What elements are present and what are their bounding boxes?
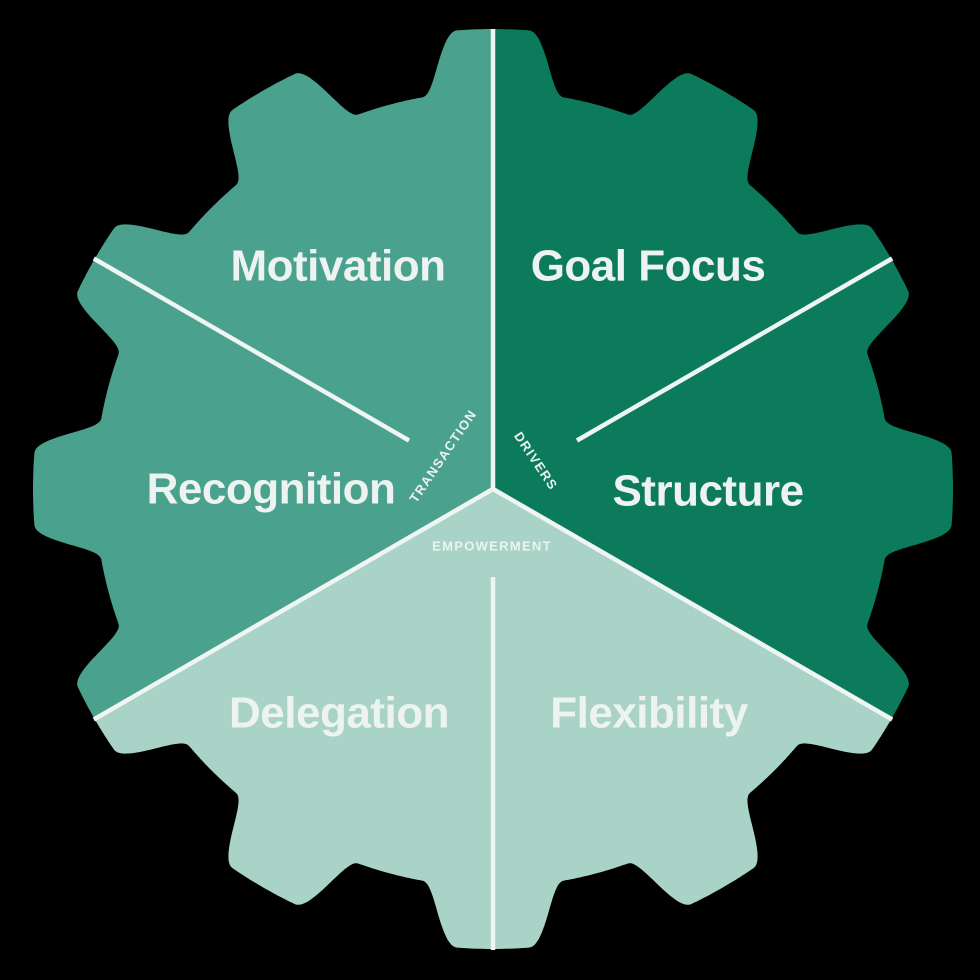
divider-motivation-recognition bbox=[92, 256, 411, 443]
segment-label-recognition: Recognition bbox=[147, 465, 396, 514]
segment-labels: Motivation Goal Focus Recognition Struct… bbox=[147, 242, 804, 738]
divider-lower-right bbox=[491, 487, 894, 722]
divider-lower-left bbox=[92, 487, 495, 722]
segment-label-delegation: Delegation bbox=[229, 689, 449, 738]
segment-label-structure: Structure bbox=[612, 467, 803, 516]
segment-label-goal-focus: Goal Focus bbox=[531, 242, 766, 291]
segment-label-motivation: Motivation bbox=[231, 242, 446, 291]
divider-lines bbox=[92, 29, 894, 950]
segment-label-flexibility: Flexibility bbox=[550, 689, 748, 738]
section-label-empowerment: EMPOWERMENT bbox=[432, 539, 552, 554]
divider-goalfocus-structure bbox=[575, 256, 894, 443]
